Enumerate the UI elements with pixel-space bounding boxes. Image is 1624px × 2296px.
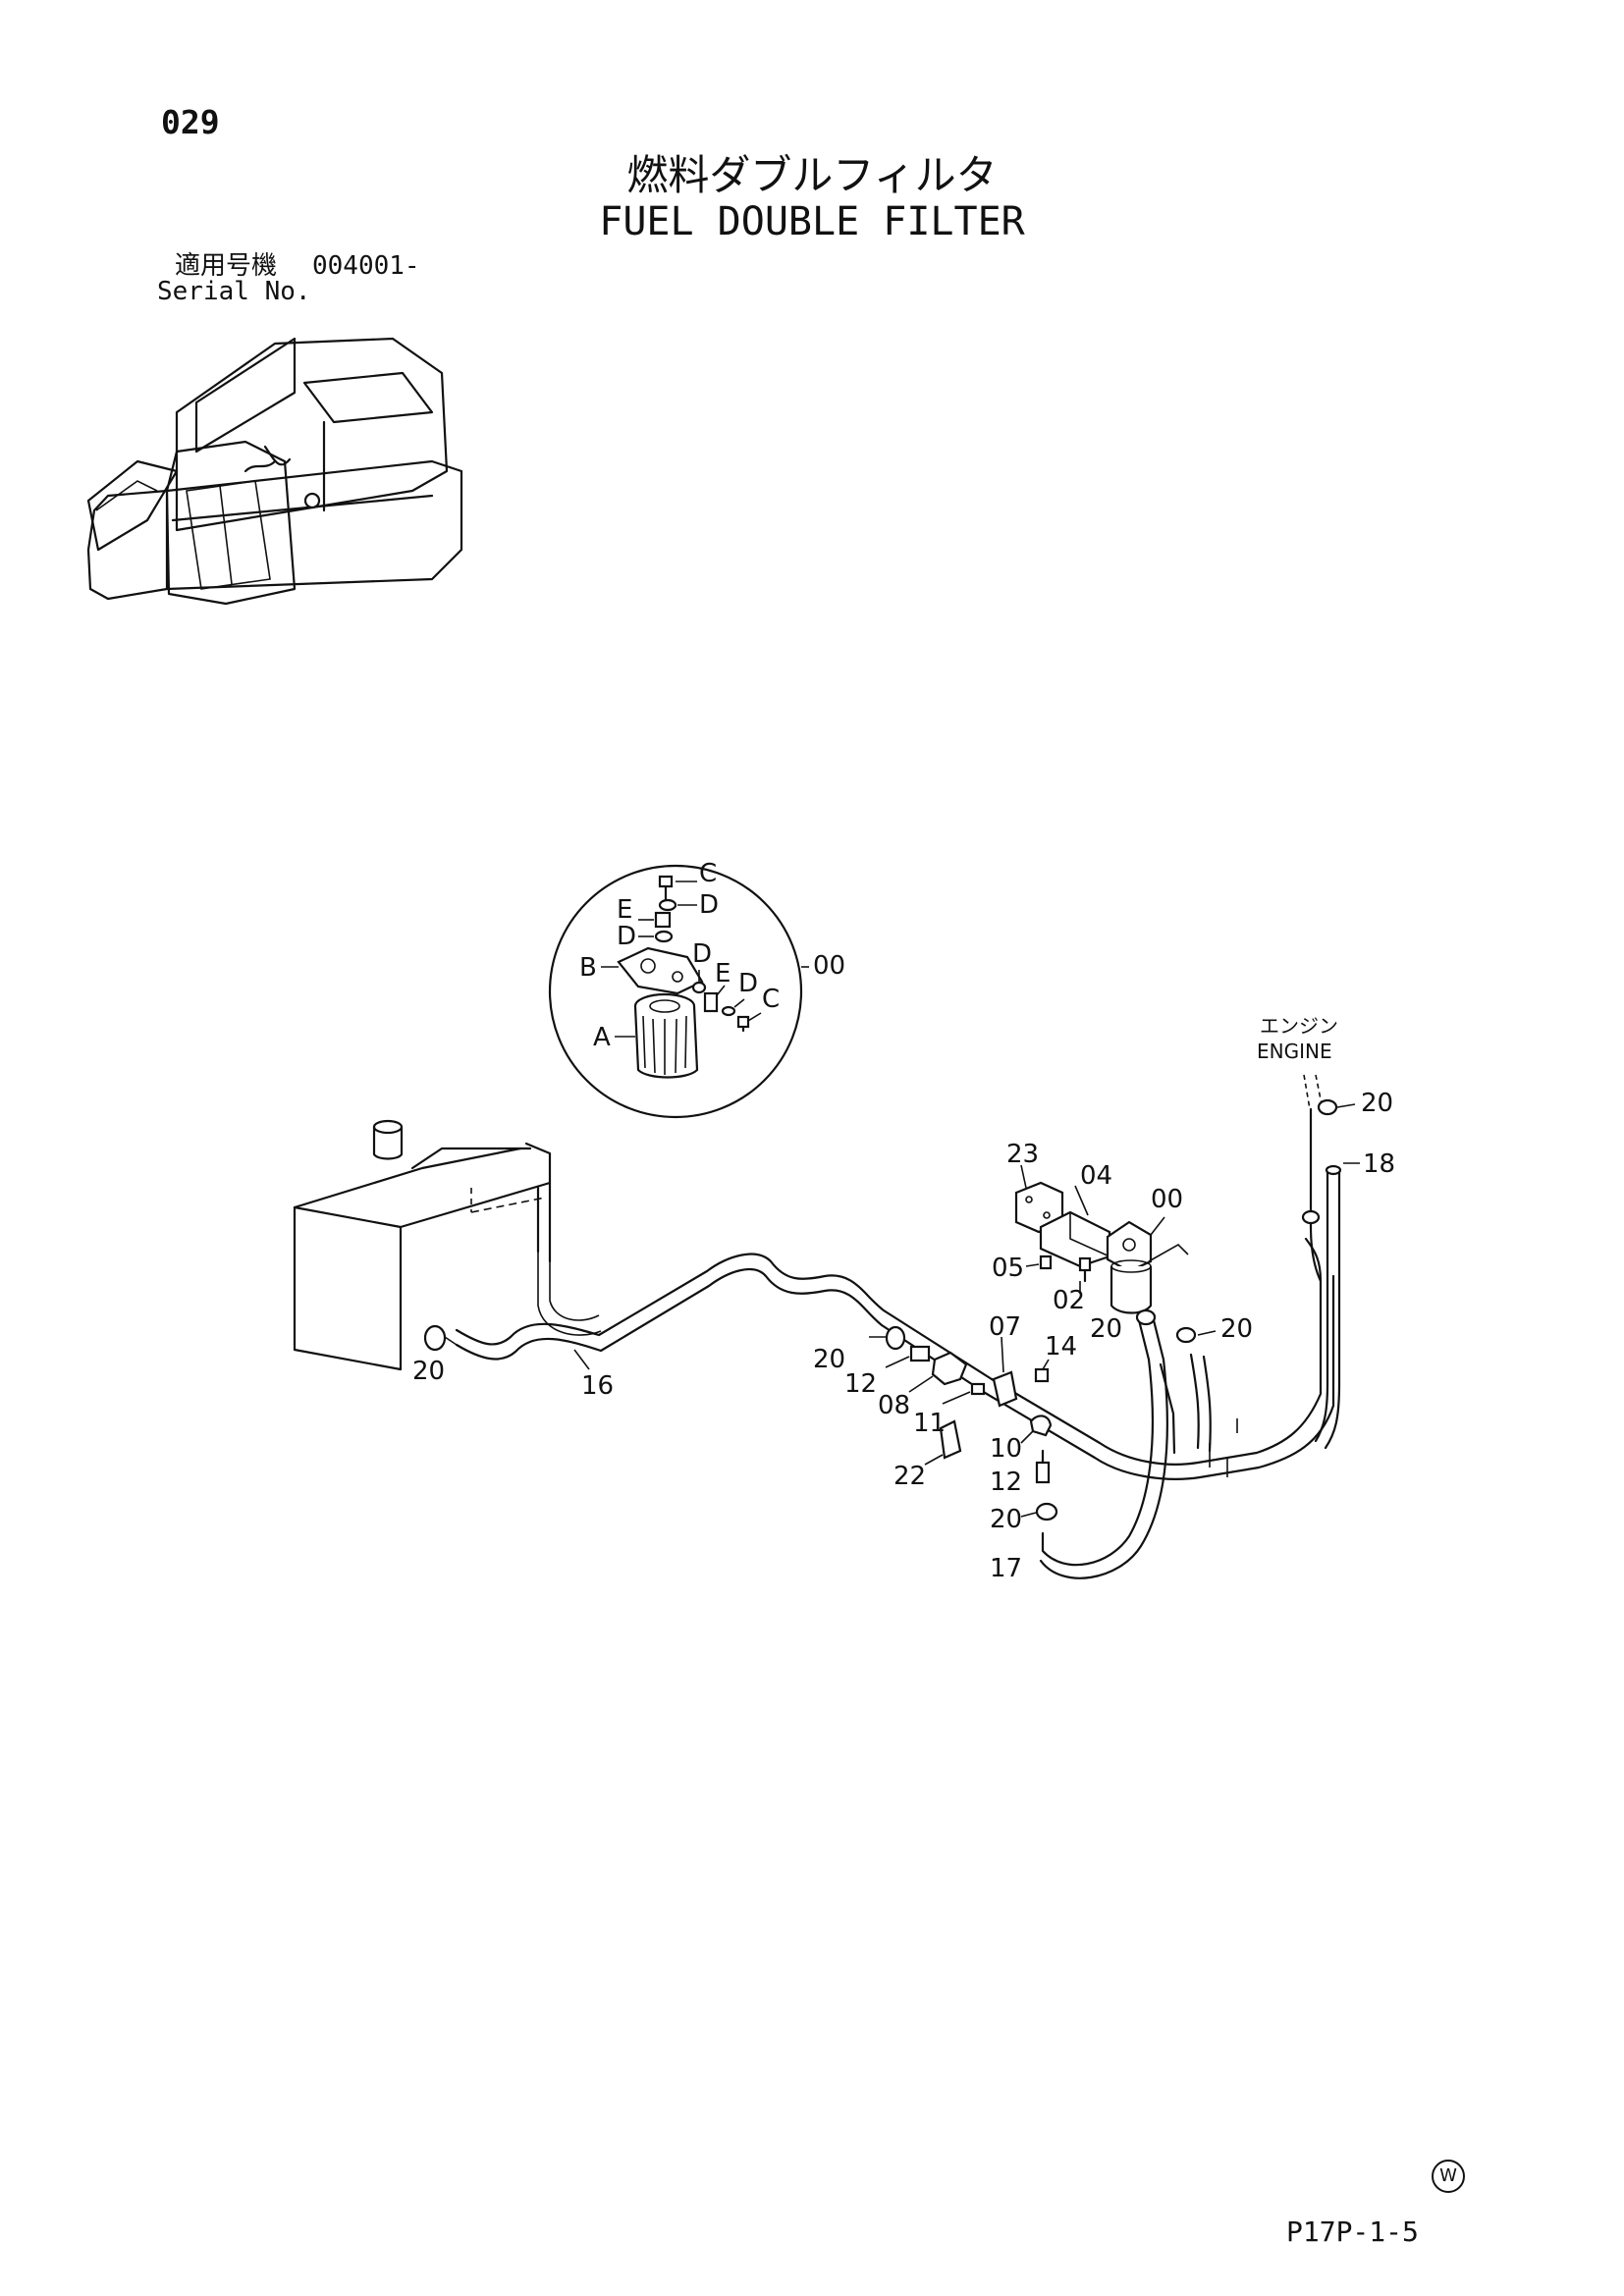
part-label-00: 00 bbox=[1151, 1185, 1183, 1214]
clamp-20-lower bbox=[1020, 1502, 1058, 1522]
inset-label-e-right: E bbox=[715, 959, 731, 988]
excavator-boom bbox=[86, 459, 179, 552]
fuel-line-marker bbox=[244, 445, 321, 509]
inset-label-d-top: D bbox=[699, 890, 719, 920]
inset-label-d-right: D bbox=[692, 939, 712, 969]
bolt-14 bbox=[1034, 1359, 1050, 1383]
part-label-16: 16 bbox=[581, 1371, 614, 1401]
serial-label-japanese: 適用号機 bbox=[175, 251, 278, 281]
serial-label-english: Serial No. bbox=[157, 277, 311, 306]
excavator-cab bbox=[165, 440, 297, 606]
inset-circle bbox=[548, 864, 803, 1119]
part-label-20-tank: 20 bbox=[412, 1357, 445, 1386]
inset-label-c-lower: C bbox=[762, 985, 780, 1014]
part-label-20-engine: 20 bbox=[1361, 1089, 1393, 1118]
circled-w-mark: W bbox=[1432, 2160, 1465, 2193]
fitting-e-right bbox=[703, 985, 726, 1013]
excavator-upper-structure bbox=[175, 337, 449, 532]
page-code: P17P-1-5 bbox=[1286, 2216, 1419, 2248]
adapter-12-lower bbox=[1035, 1449, 1051, 1484]
part-label-22: 22 bbox=[893, 1462, 926, 1491]
part-label-12-upper: 12 bbox=[844, 1369, 877, 1399]
part-label-20-mid: 20 bbox=[813, 1345, 845, 1374]
bolt-11 bbox=[942, 1382, 986, 1405]
inset-label-d-lower: D bbox=[738, 969, 758, 998]
bracket-22 bbox=[924, 1419, 962, 1466]
serial-number-value: 004001- bbox=[312, 251, 420, 281]
inset-label-c-top: C bbox=[699, 859, 717, 888]
part-label-17: 17 bbox=[990, 1554, 1022, 1583]
washer-d-top bbox=[658, 898, 697, 912]
part-label-12-lower: 12 bbox=[990, 1468, 1022, 1497]
washer-d-lower bbox=[721, 998, 745, 1017]
bolt-c-top bbox=[658, 875, 697, 902]
inset-label-b: B bbox=[579, 953, 597, 983]
fuel-tank bbox=[293, 1119, 552, 1371]
part-label-08: 08 bbox=[878, 1391, 910, 1420]
filter-assembly-00 bbox=[1106, 1216, 1165, 1314]
tank-outlet-clamp bbox=[423, 1324, 447, 1352]
engine-label-english: ENGINE bbox=[1257, 1040, 1332, 1063]
adapter-12-upper bbox=[885, 1345, 931, 1368]
filter-head-b bbox=[601, 946, 704, 995]
bolt-02 bbox=[1078, 1256, 1092, 1294]
clamp-20-mid bbox=[869, 1325, 906, 1351]
filter-detail-inset bbox=[548, 864, 809, 1119]
part-label-04: 04 bbox=[1080, 1161, 1112, 1191]
part-label-11: 11 bbox=[913, 1409, 946, 1438]
clamp-20-filter-right bbox=[1175, 1326, 1217, 1344]
fittings-cluster bbox=[869, 1098, 1356, 1522]
fuel-hose-17 bbox=[1039, 1308, 1212, 1579]
clamp-10 bbox=[1020, 1415, 1053, 1444]
part-label-14: 14 bbox=[1045, 1332, 1077, 1362]
excavator-tracks bbox=[86, 459, 463, 601]
filter-cartridge-a bbox=[615, 992, 699, 1079]
part-label-07: 07 bbox=[989, 1312, 1021, 1342]
inset-label-ref-00: 00 bbox=[813, 951, 845, 981]
tank-cap bbox=[372, 1119, 404, 1135]
fuel-hose-16 bbox=[423, 1253, 994, 1396]
page-title-japanese: 燃料ダブルフィルタ bbox=[626, 151, 998, 199]
inset-label-e-top: E bbox=[617, 895, 632, 925]
part-label-20-filter-left: 20 bbox=[1090, 1314, 1122, 1344]
bolt-05 bbox=[1025, 1255, 1053, 1270]
bolt-c-lower bbox=[736, 1012, 762, 1033]
engine-label-japanese: エンジン bbox=[1260, 1014, 1338, 1038]
clip-07 bbox=[992, 1336, 1018, 1408]
page-title-english: FUEL DOUBLE FILTER bbox=[599, 199, 1025, 244]
page-number: 029 bbox=[161, 103, 220, 141]
diagram-labels: エンジン ENGINE C D E D B D E D C A 00 20 18… bbox=[412, 859, 1395, 1583]
part-label-18: 18 bbox=[1363, 1149, 1395, 1179]
washer-d-right bbox=[691, 970, 707, 994]
part-label-10: 10 bbox=[990, 1434, 1022, 1464]
engine-hose-18 bbox=[1301, 1074, 1360, 1450]
excavator-location-thumbnail bbox=[86, 337, 463, 606]
filter-bracket-assembly bbox=[1014, 1164, 1189, 1314]
washer-d-mid bbox=[638, 930, 674, 943]
part-label-05: 05 bbox=[992, 1254, 1024, 1283]
part-label-20-filter-right: 20 bbox=[1220, 1314, 1253, 1344]
inset-label-d-mid: D bbox=[617, 922, 636, 951]
fitting-e-top bbox=[638, 911, 672, 929]
inset-label-a: A bbox=[593, 1023, 611, 1052]
part-label-02: 02 bbox=[1053, 1286, 1085, 1315]
fitting-08 bbox=[908, 1351, 968, 1393]
clamp-20-engine bbox=[1317, 1098, 1356, 1116]
part-label-20-lower: 20 bbox=[990, 1505, 1022, 1534]
part-label-23: 23 bbox=[1006, 1140, 1039, 1169]
